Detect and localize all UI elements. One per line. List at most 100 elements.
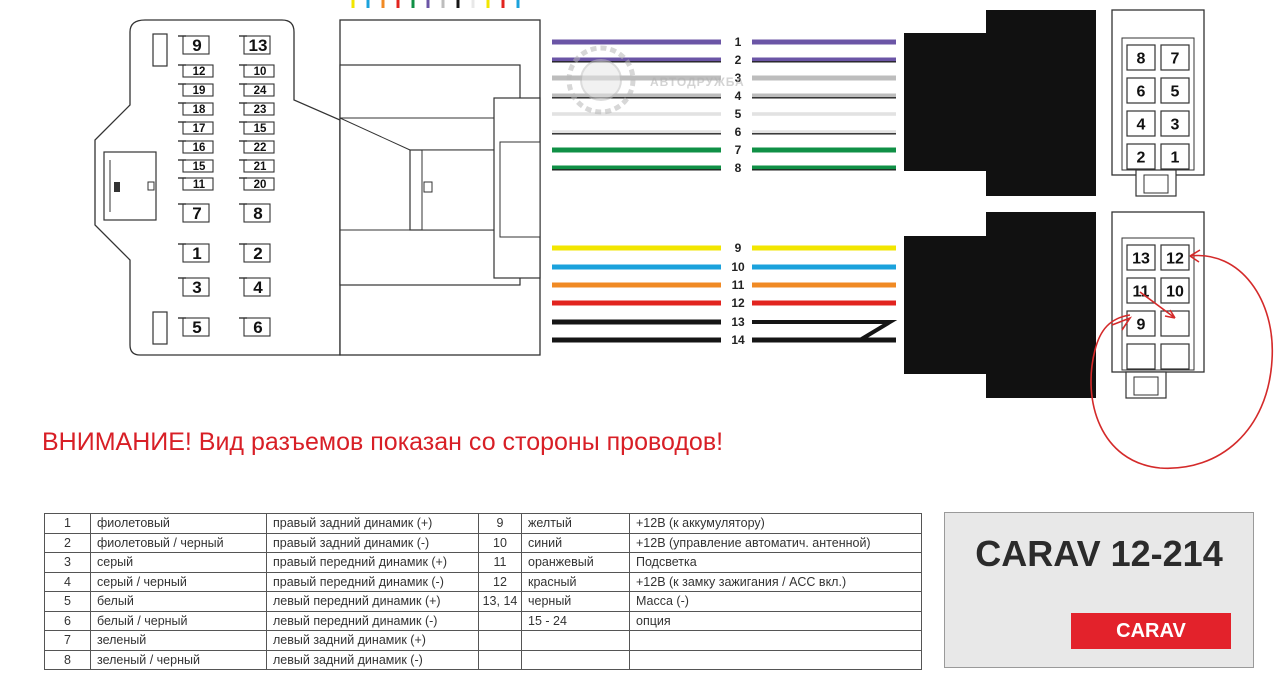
wire-number-label: 10 (731, 260, 745, 274)
svg-text:19: 19 (193, 85, 206, 97)
svg-text:1: 1 (192, 244, 201, 263)
warning-text: ВНИМАНИЕ! Вид разъемов показан со сторон… (42, 428, 724, 456)
svg-text:16: 16 (193, 142, 206, 154)
svg-text:18: 18 (193, 104, 206, 116)
plug-pin: 8 (1126, 44, 1156, 71)
wire-14: 14 (552, 333, 896, 347)
table-cell: 10 (478, 532, 522, 553)
svg-text:3: 3 (192, 278, 201, 297)
table-cell: 7 (44, 630, 91, 651)
table-cell: оранжевый (521, 552, 630, 573)
svg-text:4: 4 (1137, 117, 1146, 134)
svg-text:17: 17 (193, 123, 206, 135)
table-cell: красный (521, 571, 630, 592)
table-cell (478, 630, 522, 651)
connector-pin: 11 (178, 177, 214, 191)
connector-pin: 7 (178, 203, 210, 223)
svg-text:8: 8 (253, 204, 262, 223)
table-cell: зеленый / черный (90, 649, 267, 670)
svg-text:15: 15 (193, 161, 206, 173)
plug-pin: 5 (1160, 77, 1190, 104)
table-cell: правый задний динамик (-) (266, 532, 479, 553)
table-cell: 11 (478, 552, 522, 573)
connector-pin: 22 (239, 140, 275, 154)
connector-pin: 12 (178, 64, 214, 78)
svg-text:1: 1 (1171, 150, 1180, 167)
middle-connector (339, 19, 541, 356)
table-cell: +12В (к аккумулятору) (629, 513, 922, 534)
svg-text:8: 8 (1137, 51, 1146, 68)
connector-pin: 10 (239, 64, 275, 78)
table-cell: 13, 14 (478, 591, 522, 612)
wire-number-label: 3 (735, 71, 742, 85)
plug-pin: 3 (1160, 110, 1190, 137)
wire-number-label: 14 (731, 333, 745, 347)
table-cell: Масса (-) (629, 591, 922, 612)
wire-number-label: 12 (731, 296, 745, 310)
svg-text:12: 12 (1166, 251, 1184, 268)
wire-11: 11 (552, 278, 896, 292)
table-cell (629, 649, 922, 670)
connector-pin: 23 (239, 102, 275, 116)
table-cell: правый передний динамик (-) (266, 571, 479, 592)
table-cell: фиолетовый / черный (90, 532, 267, 553)
table-cell: 12 (478, 571, 522, 592)
wire-9: 9 (552, 241, 896, 255)
connector-pin: 9 (178, 35, 210, 55)
wire-number-label: 11 (732, 278, 745, 292)
connector-pin: 20 (239, 177, 275, 191)
wire-10: 10 (552, 260, 896, 274)
table-cell: 6 (44, 610, 91, 631)
connector-pin: 15 (178, 159, 214, 173)
plug-pin: 2 (1126, 143, 1156, 170)
svg-text:7: 7 (192, 204, 201, 223)
table-cell: +12В (к замку зажигания / ACC вкл.) (629, 571, 922, 592)
svg-text:12: 12 (193, 66, 206, 78)
table-cell: 4 (44, 571, 91, 592)
table-cell: 5 (44, 591, 91, 612)
svg-text:4: 4 (253, 278, 263, 297)
brand-logo: CARAV (1071, 613, 1231, 649)
table-cell: 2 (44, 532, 91, 553)
wire-number-label: 9 (735, 241, 742, 255)
connector-pin: 8 (239, 203, 271, 223)
table-cell: серый (90, 552, 267, 573)
connector-pin: 18 (178, 102, 214, 116)
table-cell (521, 649, 630, 670)
svg-text:24: 24 (254, 85, 267, 97)
connector-pin: 2 (239, 243, 271, 263)
svg-text:9: 9 (1137, 317, 1146, 334)
table-cell: зеленый (90, 630, 267, 651)
wire-number-label: 1 (735, 35, 742, 49)
table-cell: правый передний динамик (+) (266, 552, 479, 573)
table-cell: белый (90, 591, 267, 612)
table-cell: синий (521, 532, 630, 553)
plug-pin (1160, 310, 1190, 337)
svg-text:23: 23 (254, 104, 267, 116)
plug-pin: 1 (1160, 143, 1190, 170)
wire-number-label: 8 (735, 161, 742, 175)
connector-pin: 4 (239, 277, 271, 297)
table-cell: черный (521, 591, 630, 612)
svg-text:3: 3 (1171, 117, 1180, 134)
svg-text:11: 11 (193, 179, 206, 191)
svg-text:15: 15 (254, 123, 267, 135)
table-cell (629, 630, 922, 651)
table-cell: +12В (управление автоматич. антенной) (629, 532, 922, 553)
model-title: CARAV 12-214 (975, 533, 1223, 574)
wire-6: 6 (552, 125, 896, 139)
connector-pin: 24 (239, 83, 275, 97)
wire-2: 2 (552, 53, 896, 67)
svg-text:7: 7 (1171, 51, 1180, 68)
connector-pin: 1 (178, 243, 210, 263)
svg-text:20: 20 (254, 179, 267, 191)
plug-pin (1160, 343, 1190, 370)
